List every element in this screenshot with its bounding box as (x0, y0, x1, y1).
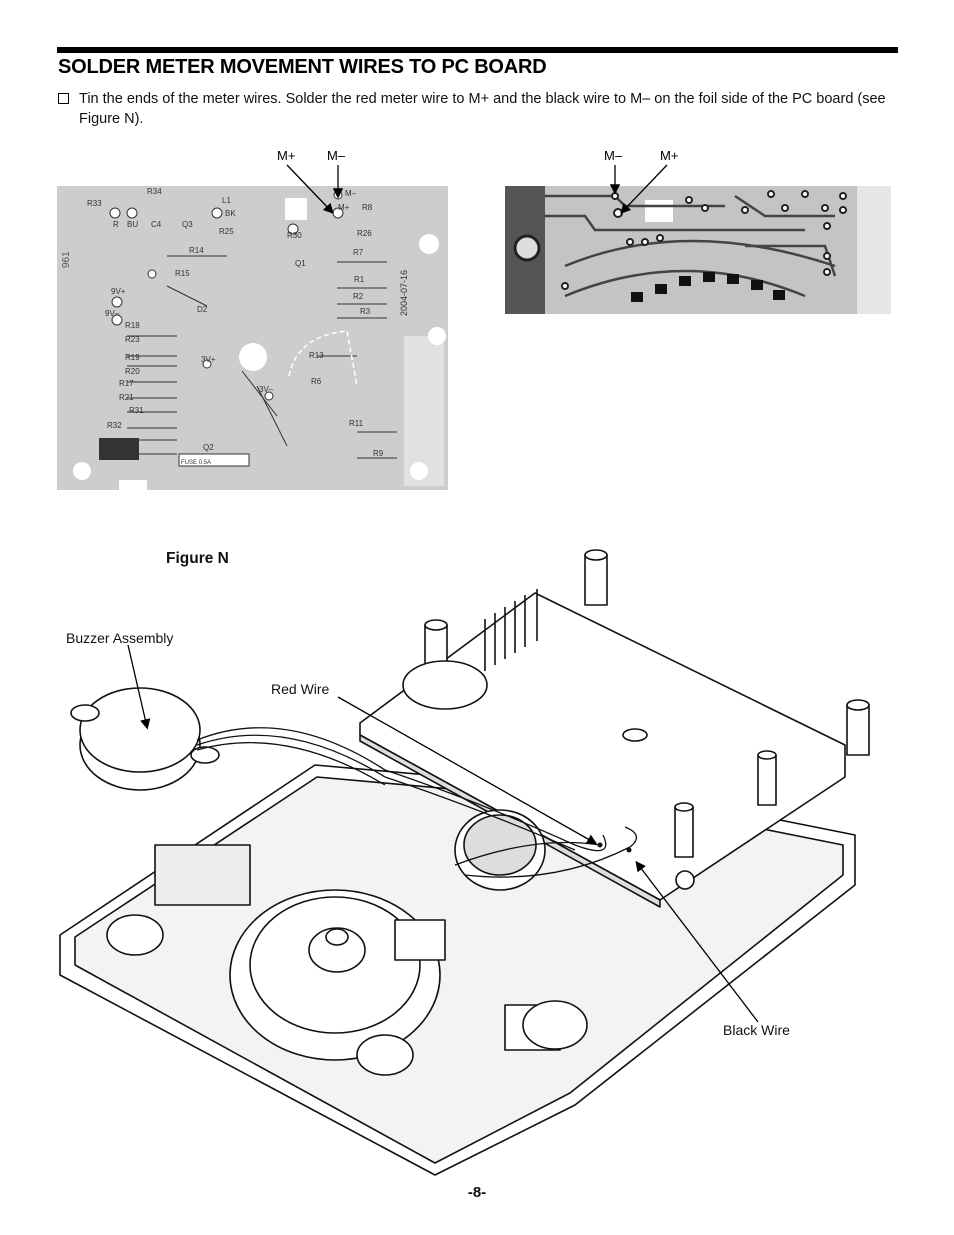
callout-red-wire: Red Wire (271, 681, 330, 697)
svg-text:961: 961 (61, 251, 72, 268)
svg-text:R32: R32 (107, 421, 122, 430)
red-wire-callout-line (337, 696, 598, 845)
post-1 (584, 554, 608, 606)
svg-text:R9: R9 (373, 449, 384, 458)
svg-text:R11: R11 (349, 419, 364, 428)
svg-text:R34: R34 (147, 187, 162, 196)
svg-text:Q2: Q2 (203, 443, 214, 452)
potentiometer-body (402, 660, 488, 710)
svg-text:R30: R30 (287, 231, 302, 240)
svg-text:C4: C4 (151, 220, 162, 229)
header-rule (57, 47, 898, 53)
svg-text:R3: R3 (360, 307, 371, 316)
label-m-minus-component: M– (327, 148, 346, 163)
step-text: Tin the ends of the meter wires. Solder … (79, 91, 886, 127)
assembly-illustration (59, 549, 870, 1176)
svg-text:R18: R18 (125, 321, 140, 330)
svg-text:R1: R1 (354, 275, 365, 284)
svg-text:R19: R19 (125, 353, 140, 362)
svg-text:3V–: 3V– (259, 385, 274, 394)
svg-text:R8: R8 (362, 203, 373, 212)
label-m-plus-component: M+ (277, 148, 296, 163)
label-arrows (286, 164, 668, 214)
svg-text:R33: R33 (87, 199, 102, 208)
svg-text:R: R (113, 220, 119, 229)
svg-text:Q3: Q3 (182, 220, 193, 229)
buzzer-callout-line (127, 644, 151, 730)
svg-text:R25: R25 (219, 227, 234, 236)
label-m-plus-foil: M+ (660, 148, 679, 163)
svg-text:R13: R13 (309, 351, 324, 360)
callout-black-wire: Black Wire (723, 1022, 790, 1038)
svg-text:2004-07-16: 2004-07-16 (399, 270, 409, 316)
svg-text:R7: R7 (353, 248, 364, 257)
svg-text:R2: R2 (353, 292, 364, 301)
svg-text:BU: BU (127, 220, 138, 229)
svg-text:M–: M– (345, 189, 357, 198)
svg-text:R21: R21 (119, 393, 134, 402)
section-heading: SOLDER METER MOVEMENT WIRES TO PC BOARD (58, 56, 547, 78)
svg-text:R20: R20 (125, 367, 140, 376)
svg-text:R23: R23 (125, 335, 140, 344)
arrow-m-plus-component (286, 164, 334, 214)
post-3 (757, 754, 777, 806)
step-checkbox[interactable] (58, 93, 69, 104)
svg-text:9V+: 9V+ (111, 287, 126, 296)
post-2 (846, 704, 870, 756)
svg-text:M+: M+ (338, 203, 350, 212)
svg-text:R15: R15 (175, 269, 190, 278)
svg-text:L1: L1 (222, 196, 231, 205)
black-wire-callout-line (635, 860, 759, 1023)
callout-buzzer-assembly: Buzzer Assembly (66, 630, 174, 646)
svg-text:R17: R17 (119, 379, 134, 388)
post-4 (674, 806, 694, 858)
foil-side-board-photo (505, 186, 891, 314)
svg-text:D2: D2 (197, 305, 208, 314)
svg-text:R26: R26 (357, 229, 372, 238)
svg-text:R31: R31 (129, 406, 144, 415)
svg-text:9V–: 9V– (105, 309, 120, 318)
svg-text:R14: R14 (189, 246, 204, 255)
svg-text:3V+: 3V+ (201, 355, 216, 364)
page-number: -8- (467, 1184, 487, 1201)
svg-text:Q1: Q1 (295, 259, 306, 268)
svg-text:FUSE 0.5A: FUSE 0.5A (181, 460, 211, 466)
arrow-m-plus-foil (620, 164, 668, 214)
svg-text:BK: BK (225, 209, 236, 218)
figure-caption: Figure N (166, 550, 229, 567)
label-m-minus-foil: M– (604, 148, 623, 163)
foil-board-drawing (505, 186, 891, 314)
svg-text:R6: R6 (311, 377, 322, 386)
